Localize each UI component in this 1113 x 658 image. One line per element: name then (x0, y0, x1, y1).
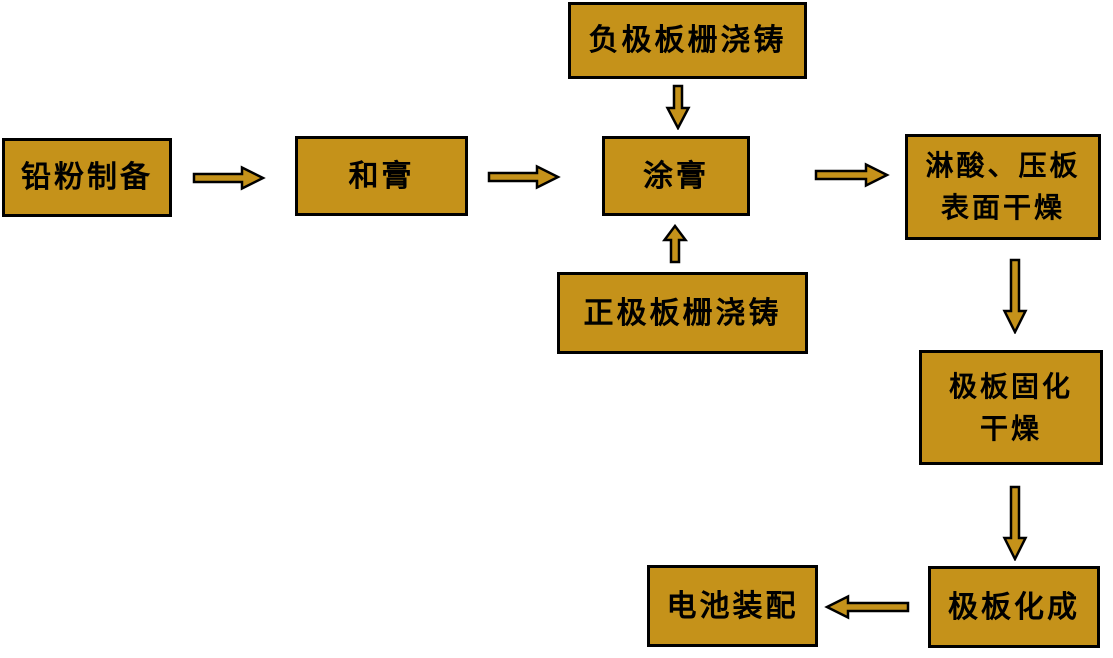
node-label: 涂膏 (643, 158, 709, 194)
node-plate-curing-drying: 极板固化 干燥 (919, 350, 1103, 465)
node-lead-powder-prep: 铅粉制备 (2, 138, 172, 217)
arrow-right-icon (192, 165, 266, 191)
arrow-down-icon (1002, 485, 1028, 561)
arrow-down-icon (1002, 258, 1028, 334)
arrow-down-icon (665, 84, 691, 130)
node-label: 极板固化 干燥 (948, 369, 1073, 445)
arrow-right-icon (487, 164, 561, 190)
node-label: 负极板栅浇铸 (588, 23, 787, 58)
arrow-right-icon (814, 162, 890, 188)
arrow-left-icon (824, 594, 910, 620)
node-label: 和膏 (348, 158, 415, 194)
node-label: 正极板栅浇铸 (583, 295, 782, 331)
node-pasting: 涂膏 (602, 136, 750, 216)
arrow-up-icon (662, 224, 688, 264)
node-pos-plate-grid-casting: 正极板栅浇铸 (557, 272, 808, 354)
node-neg-plate-grid-casting: 负极板栅浇铸 (568, 2, 807, 79)
node-acid-spray-press-surface-dry: 淋酸、压板 表面干燥 (905, 134, 1101, 240)
node-plate-formation: 极板化成 (928, 566, 1100, 648)
node-paste-mixing: 和膏 (295, 136, 468, 216)
node-label: 电池装配 (666, 588, 799, 624)
node-battery-assembly: 电池装配 (647, 565, 818, 647)
node-label: 淋酸、压板 表面干燥 (925, 149, 1081, 224)
node-label: 极板化成 (948, 589, 1080, 625)
node-label: 铅粉制备 (21, 160, 153, 195)
